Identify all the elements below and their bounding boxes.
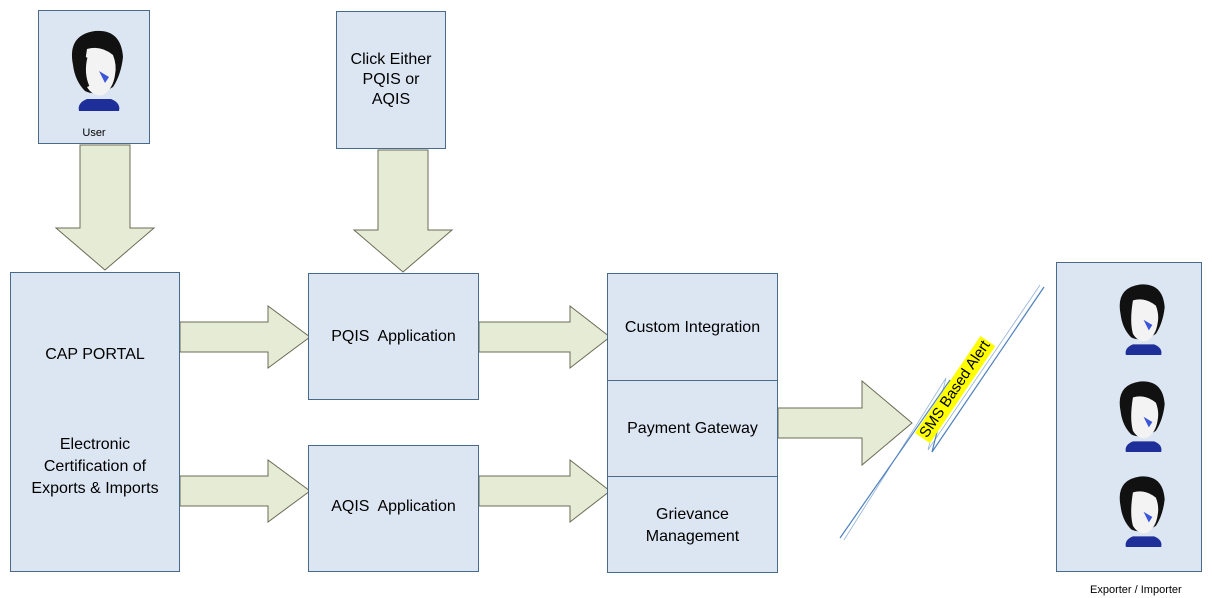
grievance-label-line-2: Management xyxy=(645,528,740,545)
custom-integration-label: Custom Integration xyxy=(624,319,761,336)
user-face-icon xyxy=(1119,476,1165,547)
recipients-box xyxy=(1056,262,1202,572)
aqis-application-label: AQIS Application xyxy=(331,498,456,515)
arrow-user-to-cap xyxy=(54,144,156,271)
custom-integration-box[interactable]: Custom Integration xyxy=(607,273,778,381)
cap-portal-line-3: Exports & Imports xyxy=(31,480,159,497)
pqis-application-label: PQIS Application xyxy=(331,328,456,345)
instruction-box[interactable]: Click Either PQIS or AQIS xyxy=(336,11,446,149)
pqis-application-box[interactable]: PQIS Application xyxy=(308,273,479,400)
user-box: User xyxy=(38,10,150,144)
payment-gateway-box[interactable]: Payment Gateway xyxy=(607,380,778,477)
arrow-payment-to-sms xyxy=(777,379,913,467)
cap-portal-line-2: Certification of xyxy=(43,458,147,475)
cap-portal-box[interactable]: CAP PORTAL Electronic Certification of E… xyxy=(10,272,180,572)
arrow-pqis-to-custom xyxy=(478,304,611,370)
cap-portal-line-1: Electronic xyxy=(59,436,131,453)
arrow-cap-to-aqis xyxy=(179,459,311,523)
aqis-application-box[interactable]: AQIS Application xyxy=(308,445,479,572)
user-label: User xyxy=(82,127,106,139)
instruction-line-3: AQIS xyxy=(371,91,411,108)
user-face-icon xyxy=(71,30,123,111)
cap-portal-title: CAP PORTAL xyxy=(45,346,145,363)
grievance-label-line-1: Grievance xyxy=(656,506,729,523)
instruction-line-1: Click Either xyxy=(350,51,432,68)
instruction-line-2: PQIS or xyxy=(362,71,420,88)
grievance-management-box[interactable]: Grievance Management xyxy=(607,476,778,573)
payment-gateway-label: Payment Gateway xyxy=(627,420,758,437)
recipients-label: Exporter / Importer xyxy=(1090,584,1182,596)
user-face-icon xyxy=(1119,284,1165,355)
arrow-aqis-to-grievance xyxy=(478,458,611,524)
arrow-instruction-to-pqis xyxy=(352,149,454,273)
arrow-cap-to-pqis xyxy=(179,305,311,369)
user-face-icon xyxy=(1119,381,1165,452)
